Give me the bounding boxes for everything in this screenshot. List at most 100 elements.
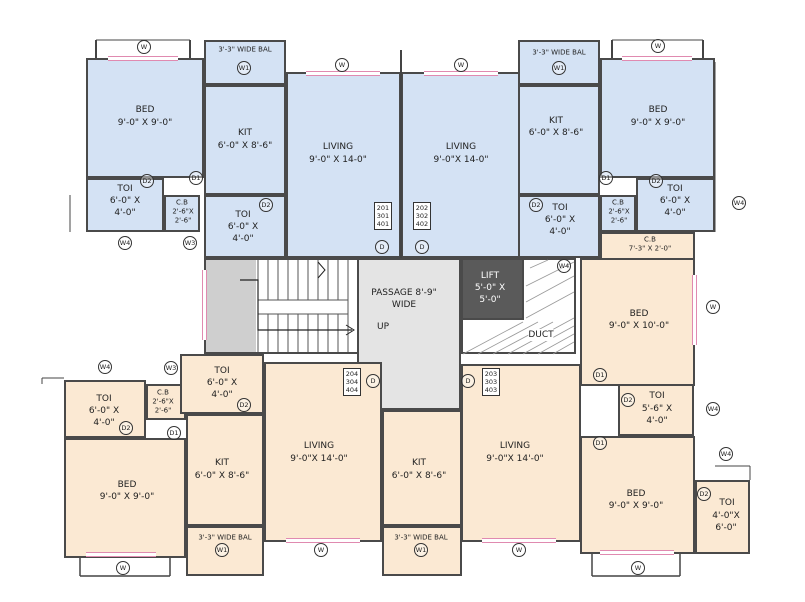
tr-kit-label: KIT bbox=[548, 116, 564, 126]
br-bed1-label: BED bbox=[629, 309, 649, 319]
tr-cb-dim1: 2'-6"X bbox=[608, 207, 630, 216]
duct-label: DUCT bbox=[528, 329, 554, 341]
mark-w-bl-living: W bbox=[314, 543, 328, 557]
window-bl-living bbox=[286, 538, 360, 543]
tr-cb-dim2: 2'-6" bbox=[610, 216, 628, 225]
bl-toi2-dim2: 4'-0" bbox=[211, 390, 233, 400]
tr-living-label: LIVING bbox=[445, 142, 477, 152]
mark-d2-br-toi2: D2 bbox=[697, 487, 711, 501]
passage-label: PASSAGE 8'-9" bbox=[371, 288, 437, 298]
passage-label-2: WIDE bbox=[391, 300, 417, 310]
tl-kit-dim: 6'-0" X 8'-6" bbox=[217, 141, 273, 151]
tl-bed-label: BED bbox=[135, 105, 155, 115]
mark-w-br-living: W bbox=[512, 543, 526, 557]
br-toi2-dim1: 4'-0"X bbox=[712, 511, 740, 521]
tl-kit-label: KIT bbox=[237, 128, 253, 138]
br-kit-dim: 6'-0" X 8'-6" bbox=[391, 471, 447, 481]
bl-toi2-label: TOI bbox=[214, 366, 230, 376]
tl-bal-label: 3'-3" WIDE BAL bbox=[218, 45, 272, 54]
br-living-label: LIVING bbox=[499, 441, 531, 451]
tl-toi1-dim1: 6'-0" X bbox=[109, 196, 141, 206]
br-bal-label: 3'-3" WIDE BAL bbox=[394, 533, 448, 542]
mark-w4-tl: W4 bbox=[118, 236, 132, 250]
mark-w-bl-bed: W bbox=[116, 561, 130, 575]
br-living-dim: 9'-0"X 14'-0" bbox=[486, 454, 544, 464]
mark-d1-br-bed1: D1 bbox=[593, 368, 607, 382]
mark-d2-tl-toi1: D2 bbox=[140, 174, 154, 188]
bl-bed-label: BED bbox=[117, 480, 137, 490]
br-bed2-label: BED bbox=[626, 489, 646, 499]
mark-w-tl-bed: W bbox=[137, 40, 151, 54]
tl-bed-dim: 9'-0" X 9'-0" bbox=[117, 118, 173, 128]
mark-w4-core: W4 bbox=[557, 259, 571, 273]
tl-toi1-label: TOI bbox=[117, 184, 133, 194]
mark-w4-br-toi1: W4 bbox=[706, 402, 720, 416]
bl-kit-room bbox=[186, 414, 264, 526]
window-stair bbox=[202, 270, 207, 340]
mark-d2-tr-toi2: D2 bbox=[529, 198, 543, 212]
bl-cb-dim2: 2'-6" bbox=[154, 406, 172, 415]
mark-d2-bl-toi1: D2 bbox=[119, 421, 133, 435]
br-toi2-dim2: 6'-0" bbox=[715, 523, 737, 533]
tr-kit-dim: 6'-0" X 8'-6" bbox=[528, 128, 584, 138]
br-bed2-room bbox=[580, 436, 695, 554]
tl-flat-numbers: 201 301 401 bbox=[374, 202, 392, 230]
lift-dim2: 5'-0" bbox=[479, 295, 501, 305]
tr-toi1-dim2: 4'-0" bbox=[664, 208, 686, 218]
mark-d-tr-living: D bbox=[415, 240, 429, 254]
bl-cb-label: C.B bbox=[157, 388, 169, 397]
tl-cb-dim2: 2'-6" bbox=[174, 216, 192, 225]
mark-w1-tr-bal: W1 bbox=[552, 61, 566, 75]
mark-w4-bl: W4 bbox=[98, 360, 112, 374]
br-bed1-dim: 9'-0" X 10'-0" bbox=[608, 321, 670, 331]
tr-toi2-dim2: 4'-0" bbox=[549, 227, 571, 237]
tr-toi1-dim1: 6'-0" X bbox=[659, 196, 691, 206]
tl-toi1-room bbox=[86, 178, 164, 232]
bl-bed-dim: 9'-0" X 9'-0" bbox=[99, 492, 155, 502]
br-toi1-room bbox=[618, 384, 694, 436]
mark-d2-tr-toi1: D2 bbox=[649, 174, 663, 188]
br-kit-room bbox=[382, 410, 462, 526]
stair-void bbox=[206, 260, 256, 352]
tr-toi1-room bbox=[636, 178, 715, 232]
tl-kit-room bbox=[204, 85, 286, 195]
br-toi1-dim1: 5'-6" X bbox=[641, 404, 673, 414]
mark-d1-br-bed2: D1 bbox=[593, 436, 607, 450]
tl-toi1-dim2: 4'-0" bbox=[114, 208, 136, 218]
mark-w3-bl: W3 bbox=[164, 361, 178, 375]
tr-toi1-label: TOI bbox=[667, 184, 683, 194]
tr-living-dim: 9'-0"X 14-0" bbox=[433, 155, 489, 165]
tr-bed-dim: 9'-0" X 9'-0" bbox=[630, 118, 686, 128]
mark-w4-tr: W4 bbox=[732, 196, 746, 210]
tr-cb2-label: C.B bbox=[644, 235, 656, 244]
tr-cb-label: C.B bbox=[612, 198, 624, 207]
lift-dim1: 5'-0" X bbox=[474, 283, 506, 293]
tr-kit-room bbox=[518, 85, 600, 195]
bl-toi1-dim2: 4'-0" bbox=[93, 418, 115, 428]
up-label: UP bbox=[376, 322, 390, 332]
bl-bed-room bbox=[64, 438, 186, 558]
window-br-bed1 bbox=[692, 275, 697, 345]
br-toi1-label: TOI bbox=[649, 391, 665, 401]
br-living-room bbox=[461, 364, 581, 542]
bl-flat-numbers: 204 304 404 bbox=[343, 368, 361, 396]
mark-w-tl-living: W bbox=[335, 58, 349, 72]
bl-toi1-dim1: 6'-0" X bbox=[88, 406, 120, 416]
mark-w-tr-bed: W bbox=[651, 39, 665, 53]
lift-label: LIFT bbox=[480, 271, 500, 281]
bl-living-room bbox=[264, 362, 382, 542]
tl-living-dim: 9'-0" X 14-0" bbox=[309, 155, 367, 165]
mark-d-bl-living: D bbox=[366, 374, 380, 388]
tr-toi2-label: TOI bbox=[552, 203, 568, 213]
bl-bal-label: 3'-3" WIDE BAL bbox=[198, 533, 252, 542]
br-toi2-label: TOI bbox=[719, 498, 735, 508]
bl-toi1-label: TOI bbox=[96, 394, 112, 404]
tr-bed-label: BED bbox=[648, 105, 668, 115]
mark-w3-tl: W3 bbox=[183, 236, 197, 250]
br-toi1-dim2: 4'-0" bbox=[646, 416, 668, 426]
mark-w-tr-living: W bbox=[454, 58, 468, 72]
mark-d-tl-living: D bbox=[375, 240, 389, 254]
tr-bal-label: 3'-3" WIDE BAL bbox=[532, 48, 586, 57]
